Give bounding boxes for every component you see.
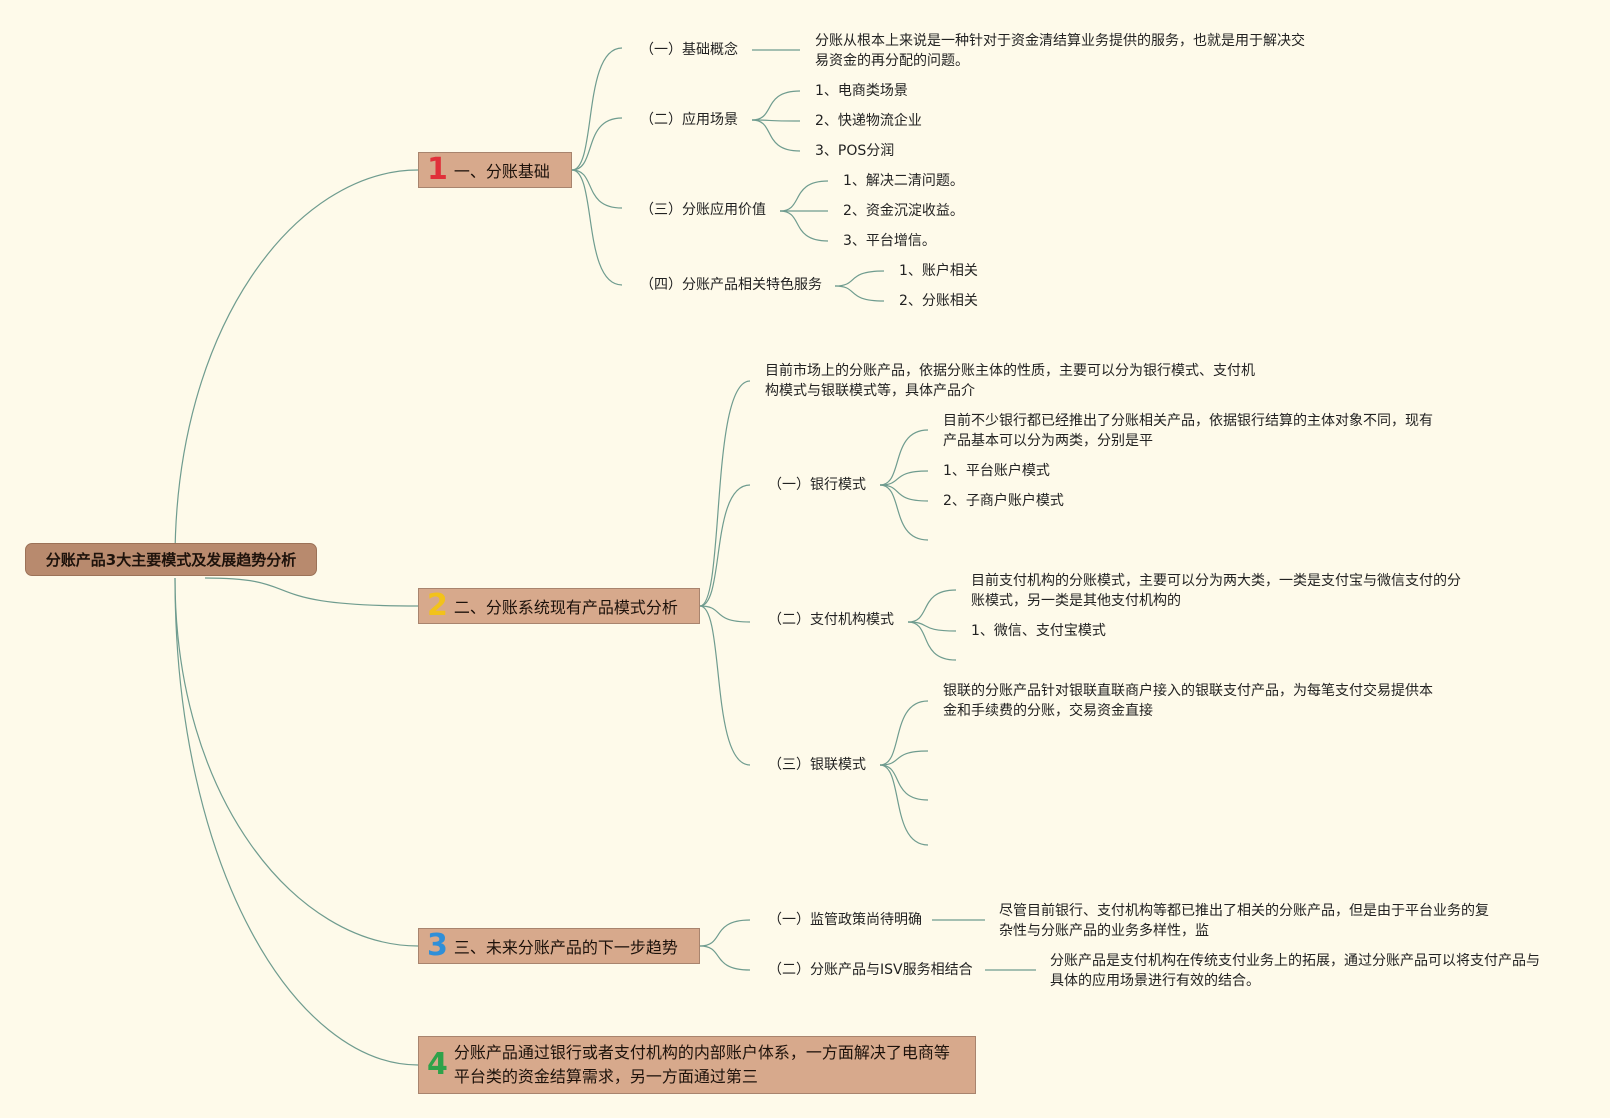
t3-regulation-detail: 尽管目前银行、支付机构等都已推出了相关的分账产品，但是由于平台业务的复杂性与分账…: [999, 903, 1489, 939]
root-node[interactable]: 分账产品3大主要模式及发展趋势分析: [25, 543, 317, 576]
connector-line: [751, 119, 801, 122]
t1-sub-scenarios[interactable]: （二）应用场景: [640, 112, 738, 128]
connector-line: [571, 47, 623, 171]
t1-scenario-item: 2、快递物流企业: [815, 113, 922, 129]
root-connector-4: [174, 577, 419, 1066]
t1-value-item: 1、解决二清问题。: [843, 173, 964, 189]
topic-label-3: 三、未来分账产品的下一步趋势: [453, 938, 678, 957]
connector-line: [699, 605, 751, 623]
t2-bank-item: 2、子商户账户模式: [943, 493, 1064, 509]
connector-line: [699, 605, 751, 766]
connector-line: [879, 484, 929, 502]
t2-unionpay-detail: 银联的分账产品针对银联直联商户接入的银联支付产品，为每笔支付交易提供本金和手续费…: [943, 683, 1433, 719]
connector-line: [751, 90, 801, 121]
topic-node-1[interactable]: 1 一、分账基础: [418, 152, 572, 188]
topic-number-2: 2: [427, 588, 448, 623]
t1-scenario-item: 1、电商类场景: [815, 83, 908, 99]
connector-line: [571, 169, 623, 209]
t1-concept-detail: 分账从根本上来说是一种针对于资金清结算业务提供的服务，也就是用于解决交易资金的再…: [815, 33, 1305, 69]
root-connector-2: [204, 577, 419, 607]
topic-label-1: 一、分账基础: [453, 162, 550, 181]
t3-sub-isv[interactable]: （二）分账产品与ISV服务相结合: [768, 962, 973, 978]
topic-label-2: 二、分账系统现有产品模式分析: [453, 598, 678, 617]
root-label: 分账产品3大主要模式及发展趋势分析: [45, 551, 297, 569]
connector-line: [571, 117, 623, 171]
connector-line: [879, 484, 929, 541]
t2-sub-unionpay[interactable]: （三）银联模式: [768, 757, 866, 773]
connector-line: [879, 700, 929, 766]
connector-line: [907, 621, 957, 661]
connector-line: [879, 764, 929, 846]
t1-sub-concept[interactable]: （一）基础概念: [640, 42, 738, 58]
connector-line: [834, 285, 885, 302]
connector-line: [879, 764, 929, 801]
t3-sub-regulation[interactable]: （一）监管政策尚待明确: [768, 912, 922, 928]
t3-isv-detail: 分账产品是支付机构在传统支付业务上的拓展，通过分账产品可以将支付产品与具体的应用…: [1050, 953, 1540, 989]
topic-node-4[interactable]: 4 分账产品通过银行或者支付机构的内部账户体系，一方面解决了电商等平台类的资金结…: [418, 1036, 976, 1094]
connector-line: [699, 919, 751, 947]
t1-sub-features[interactable]: （四）分账产品相关特色服务: [640, 277, 822, 293]
connector-line: [879, 429, 929, 486]
connector-line: [907, 589, 957, 623]
connector-line: [699, 380, 751, 607]
t2-payment-detail: 目前支付机构的分账模式，主要可以分为两大类，一类是支付宝与微信支付的分账模式，另…: [971, 573, 1461, 609]
connector-line: [751, 119, 801, 152]
topic-node-2[interactable]: 2 二、分账系统现有产品模式分析: [418, 588, 700, 624]
connector-line: [699, 484, 751, 607]
t1-value-item: 2、资金沉淀收益。: [843, 203, 964, 219]
connector-line: [879, 750, 929, 766]
topic-label-4: 分账产品通过银行或者支付机构的内部账户体系，一方面解决了电商等平台类的资金结算需…: [453, 1043, 950, 1086]
t2-bank-detail: 目前不少银行都已经推出了分账相关产品，依据银行结算的主体对象不同，现有产品基本可…: [943, 413, 1433, 449]
root-connector-3: [174, 577, 419, 947]
topic-number-4: 4: [427, 1047, 448, 1082]
t1-feature-item: 2、分账相关: [899, 293, 978, 309]
connector-line: [834, 270, 885, 287]
t2-bank-item: 1、平台账户模式: [943, 463, 1050, 479]
t1-sub-value[interactable]: （三）分账应用价值: [640, 202, 766, 218]
t1-value-item: 3、平台增信。: [843, 233, 936, 249]
t2-intro: 目前市场上的分账产品，依据分账主体的性质，主要可以分为银行模式、支付机构模式与银…: [765, 363, 1255, 399]
t2-payment-item: 1、微信、支付宝模式: [971, 623, 1106, 639]
connector-line: [699, 945, 751, 971]
connector-line: [571, 169, 623, 286]
topic-number-1: 1: [427, 152, 448, 187]
connector-line: [779, 210, 829, 242]
topic-node-3[interactable]: 3 三、未来分账产品的下一步趋势: [418, 928, 700, 964]
t2-sub-payment[interactable]: （二）支付机构模式: [768, 612, 894, 628]
connector-line: [879, 470, 929, 486]
root-connector-1: [174, 169, 419, 561]
t1-scenario-item: 3、POS分润: [815, 143, 895, 159]
t2-sub-bank[interactable]: （一）银行模式: [768, 477, 866, 493]
topic-number-3: 3: [427, 928, 448, 963]
connector-line: [779, 180, 829, 212]
t1-feature-item: 1、账户相关: [899, 263, 978, 279]
